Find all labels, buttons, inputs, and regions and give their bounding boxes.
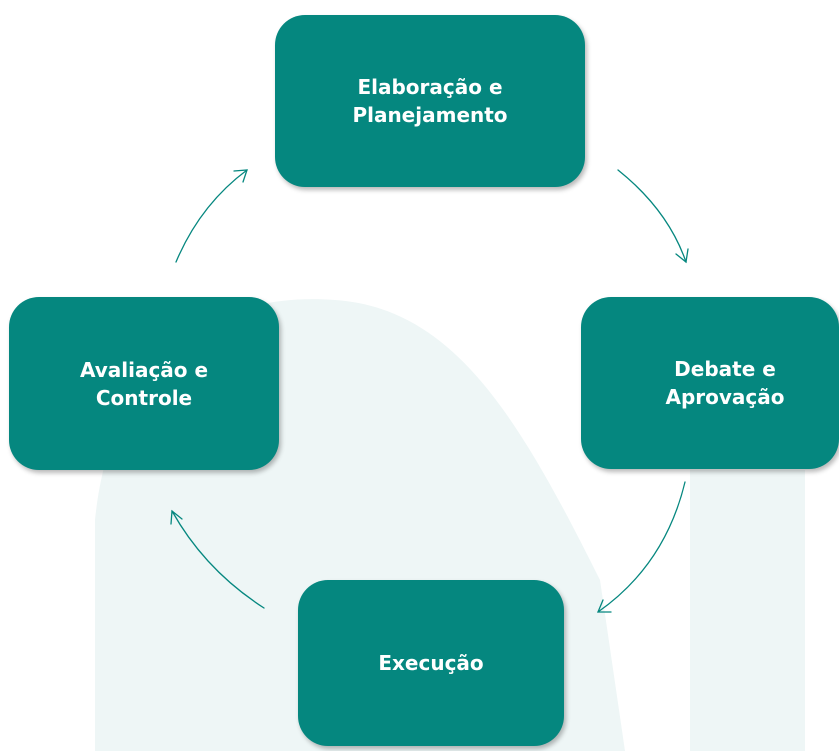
node-label-line: Controle bbox=[95, 385, 193, 410]
arrowhead-elaboracao bbox=[233, 169, 248, 183]
node-label-line: Aprovação bbox=[665, 385, 785, 409]
watermark-bar-shape bbox=[690, 470, 805, 751]
node-label: Elaboração e Planejamento bbox=[352, 73, 507, 129]
node-label: Debate e Aprovação bbox=[665, 355, 784, 411]
arrow-avaliacao-to-elaboracao bbox=[175, 169, 248, 263]
node-label-line: Planejamento bbox=[352, 103, 508, 127]
arrowhead-execucao bbox=[597, 599, 612, 613]
arrowhead-avaliacao bbox=[170, 509, 183, 525]
node-label-line: Elaboração e bbox=[357, 75, 503, 99]
arrow-elaboracao-to-debate bbox=[617, 169, 687, 263]
node-elaboracao-planejamento: Elaboração e Planejamento bbox=[275, 15, 585, 187]
node-label-line: Execução bbox=[378, 651, 484, 675]
node-label-line: Avaliação e bbox=[79, 357, 209, 382]
node-label-line: Debate e bbox=[674, 357, 776, 381]
node-label: Execução bbox=[378, 649, 483, 677]
node-avaliacao-controle: Avaliação e Controle bbox=[9, 297, 279, 470]
node-debate-aprovacao: Debate e Aprovação bbox=[581, 297, 839, 469]
node-execucao: Execução bbox=[298, 580, 564, 746]
arrowhead-debate bbox=[675, 248, 689, 264]
arrow-execucao-to-avaliacao bbox=[171, 510, 265, 609]
arrow-debate-to-execucao bbox=[597, 481, 686, 613]
node-label: Avaliação e Controle bbox=[80, 356, 208, 412]
